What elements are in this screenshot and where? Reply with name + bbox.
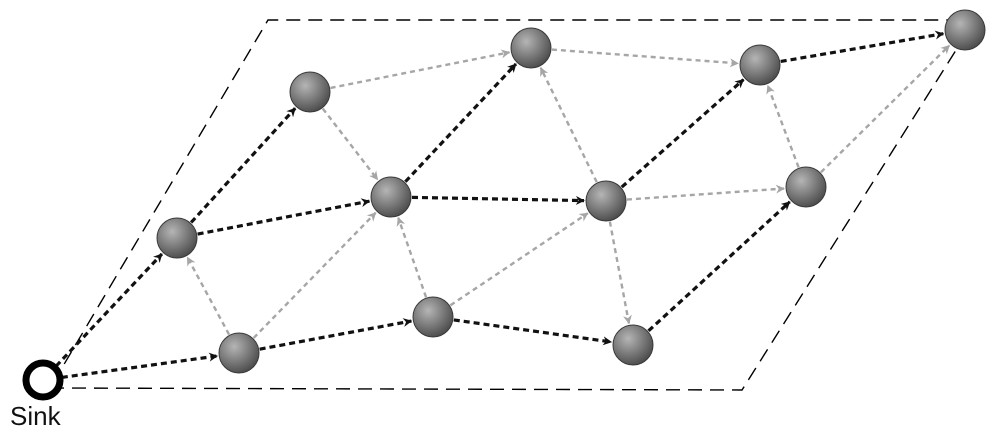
nodes-layer [22,9,986,401]
secondary-edge-n3-to-n6 [330,49,511,90]
sensor-node-n2 [218,332,260,374]
primary-edge-n4-to-n6 [404,62,518,183]
sink-node [22,359,64,401]
secondary-edge-n2-to-n4 [252,211,377,339]
primary-edge-n2-to-n5 [259,318,413,351]
sensor-node-n5 [412,296,454,338]
sensor-node-n10 [785,166,827,208]
primary-edge-sink-to-n1 [54,252,164,368]
primary-edge-n1-to-n3 [189,107,297,224]
sensor-node-n1 [156,217,198,259]
sensor-node-n9 [739,44,781,86]
sensor-node-n6 [510,27,552,69]
secondary-edge-n10-to-n9 [766,84,800,168]
secondary-edge-n5-to-n4 [396,216,428,298]
secondary-edge-n5-to-n7 [449,212,589,307]
sensor-node-n7 [585,180,627,222]
primary-edge-n9-to-n11 [780,30,945,64]
secondary-edge-n7-to-n6 [539,66,598,183]
primary-edge-n1-to-n4 [197,198,371,236]
secondary-edge-n6-to-n9 [551,48,739,68]
deployment-area-boundary [48,19,977,391]
sink-label: Sink [10,401,61,431]
sensor-node-n4 [370,176,412,218]
secondary-edge-n3-to-n4 [321,107,379,181]
primary-edge-sink-to-n2 [61,352,219,379]
sensor-node-n11 [944,9,986,51]
edges-layer [54,30,951,379]
primary-edge-n7-to-n9 [620,78,745,189]
primary-edge-n8-to-n10 [647,200,791,333]
primary-edge-n4-to-n7 [411,195,585,205]
secondary-edge-n10-to-n11 [820,44,951,174]
sensor-node-n8 [612,324,654,366]
sensor-node-n3 [289,71,331,113]
secondary-edge-n7-to-n10 [626,184,785,201]
secondary-edge-n7-to-n8 [608,221,632,325]
secondary-edge-n2-to-n1 [186,256,231,336]
primary-edge-n5-to-n8 [453,318,613,346]
